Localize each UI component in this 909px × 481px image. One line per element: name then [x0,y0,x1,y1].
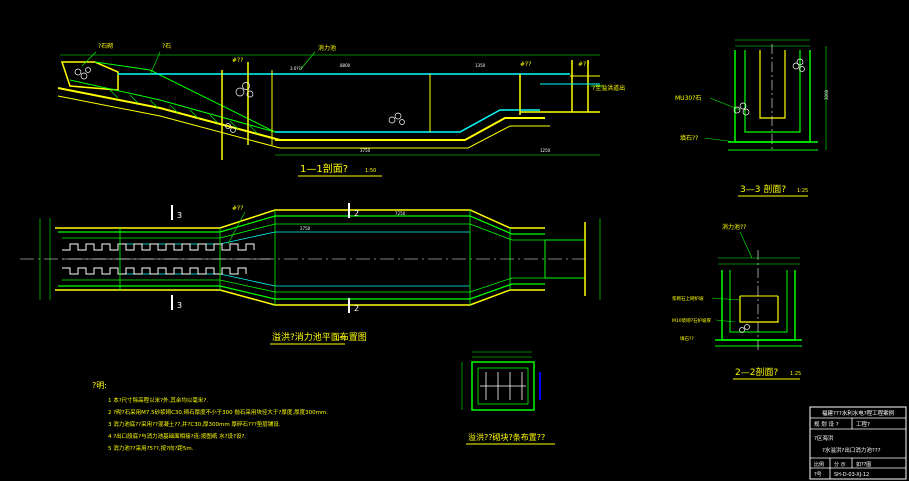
label-masonry: ?石砌 [98,42,113,50]
note-item: 1 本?尺寸除高程以米?外,其余均以毫米?. [108,396,208,404]
view-title-plan: 溢洪?消力池平面布置图 [272,331,367,343]
section-2-2: 消力池?? 浆砌石上砌护坡 M10浆砌?石护坡厚 填石?? 2—2剖面? 1:2… [672,223,802,380]
svg-text:2: 2 [354,304,359,313]
label-outlet: ?至溢洪道出 [592,84,625,92]
svg-text:1350: 1350 [475,63,486,68]
svg-text:7250: 7250 [395,211,406,216]
view-title-3-3: 3—3 剖面? [740,183,786,195]
svg-text:福建???水利水电?程工程案例: 福建???水利水电?程工程案例 [822,409,895,417]
view-title-slab: 溢洪??砌块?条布置?? [468,432,545,442]
svg-text:1:50: 1:50 [365,168,376,174]
notes-heading: ?明: [92,381,107,390]
svg-text:消力池??: 消力池?? [722,223,746,231]
svg-text:M10浆砌?石护坡厚: M10浆砌?石护坡厚 [672,317,711,324]
section-1-1: 3.0??? 8800 1350 3750 1250 ?石砌 ?石 #?? 消力… [57,42,625,177]
svg-text:MU30?石: MU30?石 [675,95,701,102]
note-item: 3 消力池底??采用??混凝土??,并?C30,厚300mm 厚碎石???垫层铺… [108,420,281,428]
svg-text:SH-D-03-XJ-12: SH-D-03-XJ-12 [834,472,869,478]
svg-text:工程?: 工程? [856,420,870,428]
svg-text:浆砌石上砌护坡: 浆砌石上砌护坡 [672,295,704,302]
svg-text:比例: 比例 [814,461,824,468]
svg-text:如??图: 如??图 [856,461,871,468]
svg-text:3750: 3750 [360,148,371,153]
note-item: 4 ?出口段底?与消力池基础面相接?连;按图纸 水?设?设?. [108,432,246,440]
svg-text:填石??: 填石?? [680,134,698,142]
svg-text:8800: 8800 [340,63,351,68]
svg-text:2750: 2750 [300,226,311,231]
note-item: 2 ?砌?石采用M7.5砂浆砌C30,砌石厚度不小于300 抛石采用块径大于?厚… [108,408,328,416]
svg-text:3.0???: 3.0??? [290,66,303,71]
slab-layout: 溢洪??砌块?条布置?? [461,351,555,445]
svg-text:2: 2 [354,209,359,218]
svg-text:1:25: 1:25 [790,371,801,377]
svg-text:3: 3 [177,301,182,310]
plan-view: 3 3 2 2 #?? 7250 2750 溢洪?消力池平面布置图 1:50 [20,203,601,345]
svg-text:?号: ?号 [814,472,822,478]
svg-text:填石??: 填石?? [680,335,694,342]
label-stilling-pool: 消力池 [318,44,336,52]
view-title-1-1: 1—1剖面? [300,162,348,175]
svg-text:?区海洪: ?区海洪 [814,434,834,442]
svg-text:1:50: 1:50 [335,336,346,342]
svg-text:#??: #?? [232,205,243,212]
svg-text:分 示: 分 示 [834,461,846,468]
view-title-2-2: 2—2剖面? [735,366,778,378]
svg-text:3: 3 [177,211,182,220]
svg-text:?水溢洪?出口消力池???: ?水溢洪?出口消力池??? [822,446,881,454]
label-mark-b: #?? [520,61,531,68]
svg-text:1:25: 1:25 [797,188,808,194]
note-item: 5 消力池??采用?5??,按?向?距5m. [108,444,194,452]
svg-text:1250: 1250 [540,148,551,153]
svg-text:规 划 设 ?: 规 划 设 ? [814,420,839,428]
label-mark-c: #?? [578,61,589,68]
title-block: 福建???水利水电?程工程案例 规 划 设 ? 工程? ?区海洪 ?水溢洪?出口… [809,406,907,480]
label-mark-a: #?? [232,57,243,64]
label-stone: ?石 [162,43,171,50]
svg-text:3000: 3000 [824,89,829,100]
general-notes: ?明: 1 本?尺寸除高程以米?外,其余均以毫米?. 2 ?砌?石采用M7.5砂… [92,381,328,452]
section-3-3: 3000 MU30?石 填石?? 3—3 剖面? 1:25 [675,39,829,197]
